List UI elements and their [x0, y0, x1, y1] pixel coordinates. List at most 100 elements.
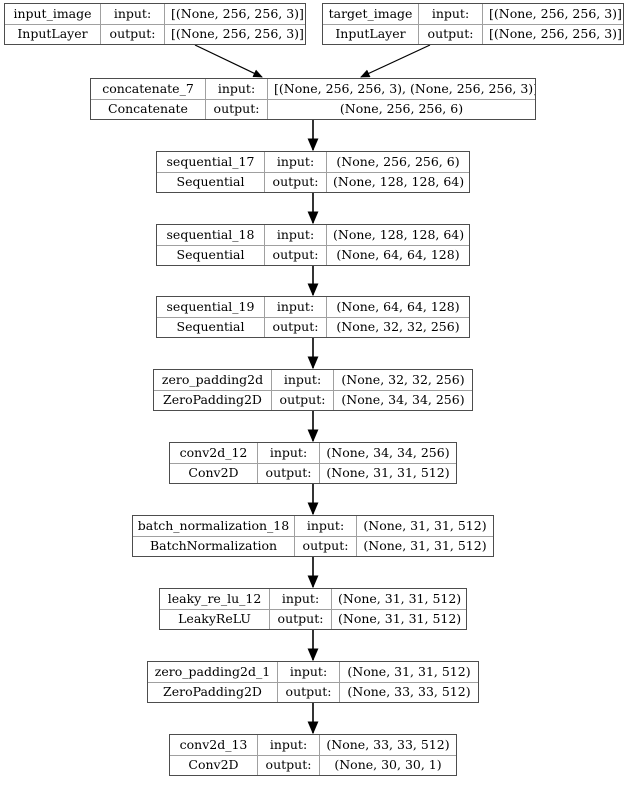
- target_image-output-shape: [(None, 256, 256, 3)]: [489, 26, 622, 41]
- leaky_re_lu_12-input-label: input:: [270, 589, 332, 609]
- input_image-layer-class: InputLayer: [5, 24, 101, 44]
- sequential_18-output-shape: (None, 64, 64, 128): [336, 247, 460, 262]
- concatenate_7-layer-class: Concatenate: [91, 99, 206, 119]
- zero_padding2d-input-label: input:: [272, 370, 334, 390]
- zero_padding2d-layer-class: ZeroPadding2D: [154, 390, 272, 410]
- target_image-input-shape: [(None, 256, 256, 3)]: [489, 5, 622, 21]
- concatenate_7-output-shape: (None, 256, 256, 6): [339, 101, 464, 116]
- conv2d_13-output-shape: (None, 30, 30, 1): [334, 757, 442, 772]
- conv2d_12-input-label: input:: [258, 443, 320, 463]
- sequential_18-layer-class: Sequential: [157, 245, 265, 265]
- sequential_19-layer-class: Sequential: [157, 317, 265, 337]
- zero_padding2d-layer-name: zero_padding2d: [154, 370, 272, 390]
- leaky_re_lu_12-layer-class: LeakyReLU: [160, 609, 270, 629]
- conv2d_13-layer-name: conv2d_13: [170, 735, 258, 755]
- sequential_17-output-shape: (None, 128, 128, 64): [333, 174, 465, 189]
- sequential_19-output-shape: (None, 32, 32, 256): [336, 319, 460, 334]
- leaky_re_lu_12-output-label: output:: [270, 609, 332, 629]
- zero_padding2d-output-label: output:: [272, 390, 334, 410]
- sequential_17-output-label: output:: [265, 172, 327, 192]
- input_image-layer-name: input_image: [5, 4, 101, 24]
- sequential_18-output-label: output:: [265, 245, 327, 265]
- batch_normalization_18-layer-class: BatchNormalization: [133, 536, 295, 556]
- target_image-layer-name: target_image: [323, 4, 419, 24]
- conv2d_12-input-shape: (None, 34, 34, 256): [326, 444, 450, 460]
- sequential_17-input-shape: (None, 256, 256, 6): [336, 153, 460, 169]
- batch_normalization_18-layer-name: batch_normalization_18: [133, 516, 295, 536]
- input_image-input-label: input:: [101, 4, 165, 24]
- zero_padding2d-input-shape: (None, 32, 32, 256): [341, 371, 465, 387]
- concatenate_7-input-label: input:: [206, 79, 268, 99]
- zero_padding2d_1-output-shape: (None, 33, 33, 512): [347, 684, 471, 699]
- sequential_17-layer-class: Sequential: [157, 172, 265, 192]
- sequential_18-layer-name: sequential_18: [157, 225, 265, 245]
- batch_normalization_18-input-label: input:: [295, 516, 357, 536]
- conv2d_13-input-label: input:: [258, 735, 320, 755]
- input_image-output-shape: [(None, 256, 256, 3)]: [171, 26, 304, 41]
- conv2d_13-input-shape: (None, 33, 33, 512): [326, 736, 450, 752]
- target_image-output-label: output:: [419, 24, 483, 44]
- edge-target_image-to-concatenate_7: [360, 44, 431, 78]
- concatenate_7-layer-name: concatenate_7: [91, 79, 206, 99]
- zero_padding2d_1-layer-name: zero_padding2d_1: [148, 662, 278, 682]
- conv2d_13-layer-class: Conv2D: [170, 755, 258, 775]
- sequential_17-input-label: input:: [265, 152, 327, 172]
- zero_padding2d-output-shape: (None, 34, 34, 256): [341, 392, 465, 407]
- conv2d_12-output-label: output:: [258, 463, 320, 483]
- leaky_re_lu_12-layer-name: leaky_re_lu_12: [160, 589, 270, 609]
- batch_normalization_18-output-label: output:: [295, 536, 357, 556]
- batch_normalization_18-output-shape: (None, 31, 31, 512): [363, 538, 487, 553]
- conv2d_12-output-shape: (None, 31, 31, 512): [326, 465, 450, 480]
- sequential_19-output-label: output:: [265, 317, 327, 337]
- leaky_re_lu_12-input-shape: (None, 31, 31, 512): [338, 590, 462, 606]
- sequential_18-input-label: input:: [265, 225, 327, 245]
- sequential_17-layer-name: sequential_17: [157, 152, 265, 172]
- zero_padding2d_1-layer-class: ZeroPadding2D: [148, 682, 278, 702]
- edge-input_image-to-concatenate_7: [194, 44, 263, 78]
- concatenate_7-input-shape: [(None, 256, 256, 3), (None, 256, 256, 3…: [274, 80, 536, 96]
- zero_padding2d_1-input-label: input:: [278, 662, 340, 682]
- conv2d_12-layer-class: Conv2D: [170, 463, 258, 483]
- target_image-input-label: input:: [419, 4, 483, 24]
- zero_padding2d_1-input-shape: (None, 31, 31, 512): [347, 663, 471, 679]
- input_image-output-label: output:: [101, 24, 165, 44]
- input_image-input-shape: [(None, 256, 256, 3)]: [171, 5, 304, 21]
- sequential_19-input-label: input:: [265, 297, 327, 317]
- sequential_18-input-shape: (None, 128, 128, 64): [333, 226, 465, 242]
- sequential_19-layer-name: sequential_19: [157, 297, 265, 317]
- sequential_19-input-shape: (None, 64, 64, 128): [336, 298, 460, 314]
- concatenate_7-output-label: output:: [206, 99, 268, 119]
- leaky_re_lu_12-output-shape: (None, 31, 31, 512): [338, 611, 462, 626]
